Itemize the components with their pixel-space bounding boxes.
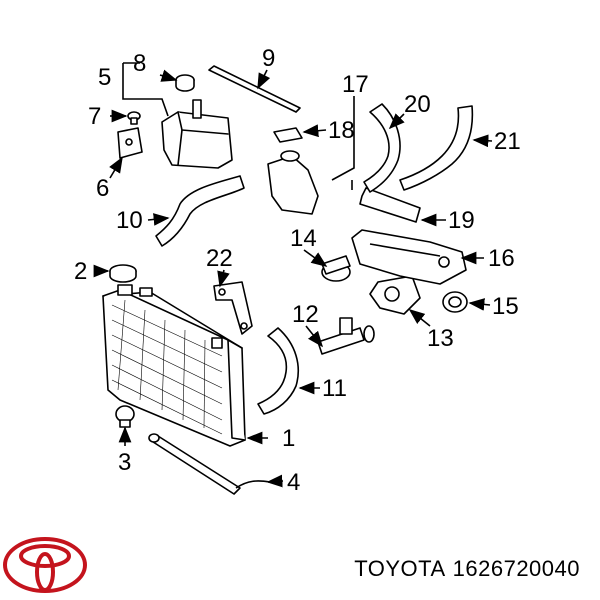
thermostat-icon — [321, 255, 351, 282]
reservoir-cap-icon — [175, 74, 195, 92]
callout-18: 18 — [328, 117, 355, 144]
callout-13: 13 — [427, 325, 454, 352]
overflow-hose-icon — [208, 65, 301, 113]
thermostat-housing-icon — [267, 150, 319, 215]
callout-6: 6 — [96, 175, 109, 202]
bolt-icon — [127, 111, 141, 125]
upper-hose-icon — [155, 175, 245, 247]
gasket-ring-icon — [442, 291, 468, 313]
callout-15: 15 — [492, 293, 519, 320]
inlet-hose-icon — [399, 105, 474, 191]
lower-tank-icon — [148, 433, 271, 495]
callout-12: 12 — [292, 301, 319, 328]
water-pump-icon — [351, 229, 467, 285]
heater-hose-icon — [363, 103, 401, 193]
bypass-pipe-icon — [317, 317, 375, 355]
lower-hose-icon — [257, 327, 300, 415]
seal-icon — [273, 127, 303, 143]
water-outlet-icon — [369, 275, 421, 315]
callout-22: 22 — [206, 245, 233, 272]
callout-20: 20 — [404, 91, 431, 118]
callout-2: 2 — [74, 258, 87, 285]
leader-lines — [93, 62, 493, 488]
brand-name: TOYOTA — [354, 556, 446, 581]
callout-19: 19 — [448, 207, 475, 234]
callout-14: 14 — [290, 225, 317, 252]
callout-10: 10 — [116, 207, 143, 234]
callout-5: 5 — [98, 64, 111, 91]
toyota-logo-icon — [3, 537, 87, 593]
callout-16: 16 — [488, 245, 515, 272]
callout-4: 4 — [287, 469, 300, 496]
callout-17: 17 — [342, 71, 369, 98]
radiator-icon — [102, 284, 246, 447]
short-hose-icon — [359, 187, 421, 223]
drain-plug-icon — [115, 405, 135, 428]
stay-bracket-icon — [213, 281, 253, 335]
callout-21: 21 — [494, 128, 521, 155]
callout-11: 11 — [322, 375, 347, 402]
callout-8: 8 — [133, 50, 146, 77]
reservoir-tank-icon — [161, 99, 233, 169]
bracket-icon — [117, 127, 143, 159]
callout-7: 7 — [88, 103, 101, 130]
part-number: 1626720040 — [452, 556, 580, 581]
radiator-cap-icon — [109, 264, 137, 283]
callout-9: 9 — [262, 45, 275, 72]
callout-1: 1 — [282, 425, 295, 452]
callout-labels: 1 2 3 4 5 6 7 8 9 10 11 12 13 14 15 16 1… — [74, 45, 521, 496]
callout-3: 3 — [118, 449, 131, 476]
